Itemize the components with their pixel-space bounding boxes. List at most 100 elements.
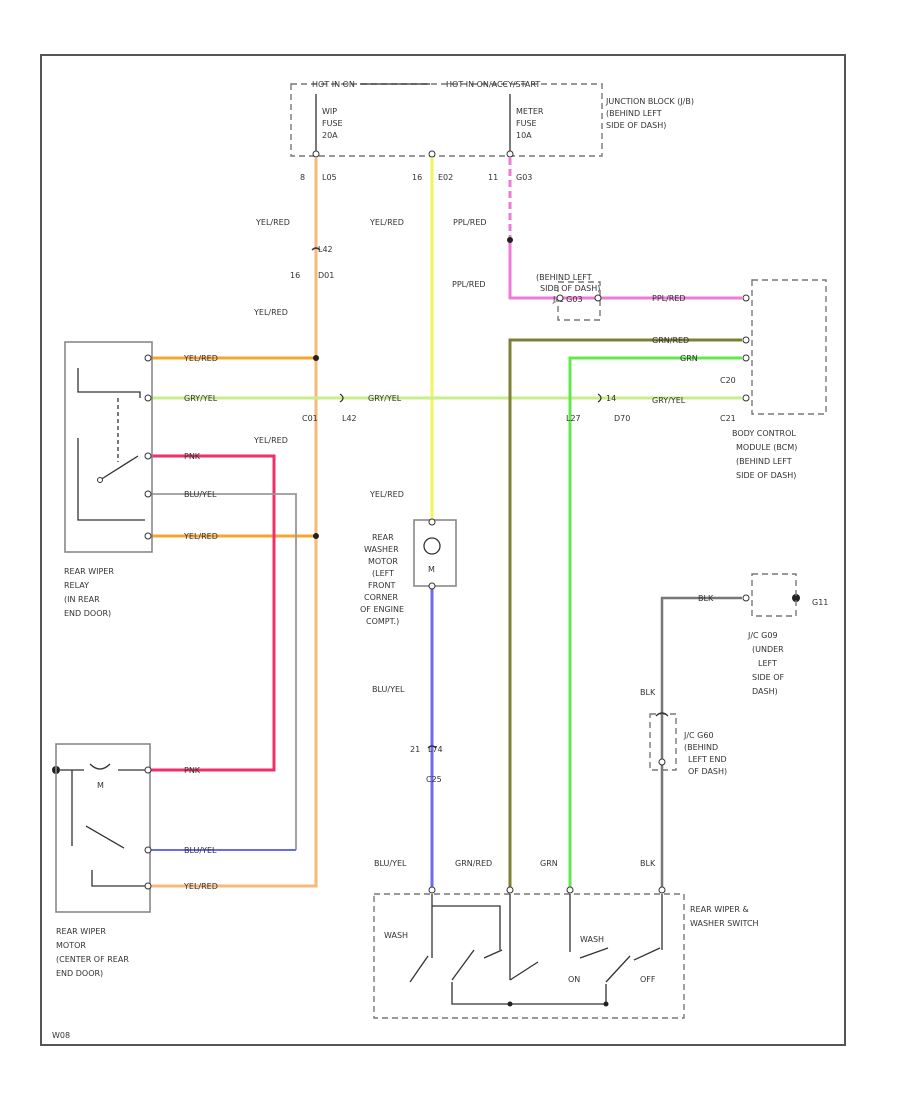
jc-g60-terminal: [658, 758, 666, 766]
wire-pnk: [150, 454, 276, 772]
conn-l74-pin: 21: [410, 745, 420, 754]
switch-contact-4: [509, 961, 539, 981]
fuse2-sub: FUSE: [516, 119, 537, 128]
conn-l42-mid: L42: [342, 414, 357, 423]
wiper-motor-outline: [55, 743, 151, 913]
wiper-motor-label-1: REAR WIPER: [56, 927, 106, 936]
washer-motor-m: M: [428, 565, 435, 574]
switch-junction-2: [603, 1001, 609, 1007]
jb-pin-1: 8: [300, 173, 305, 182]
wire-label-pnk2: PNK: [184, 766, 201, 775]
wire-label-gy2: GRY/YEL: [368, 394, 402, 403]
jc-g09-label-4: SIDE OF: [752, 673, 784, 682]
wiper-motor-m: M: [97, 781, 104, 790]
wiper-motor-label-2: MOTOR: [56, 941, 86, 950]
jb-terminal-1: [312, 150, 320, 158]
bcm-terminal-2: [742, 336, 750, 344]
conn-g11: G11: [812, 598, 828, 607]
jc-g03-term-a: [556, 294, 564, 302]
washer-label-8: COMPT.): [366, 617, 399, 626]
wire-blu-yel-relay: [150, 493, 297, 850]
relay-terminal-3: [144, 452, 152, 460]
bcm-outline: [751, 279, 827, 415]
wire-label-by3: BLU/YEL: [184, 846, 217, 855]
washer-motor-terminal-1: [428, 518, 436, 526]
switch-wash2-label: WASH: [580, 935, 604, 944]
conn-l74: L74: [428, 745, 443, 754]
wire-label-by2: BLU/YEL: [372, 685, 405, 694]
washer-label-2: WASHER: [364, 545, 399, 554]
fuse2-rating: 10A: [516, 131, 532, 140]
wire-label-yr4: YEL/RED: [183, 354, 218, 363]
switch-label-1: REAR WIPER &: [690, 905, 749, 914]
fuse1-rating: 20A: [322, 131, 338, 140]
fuse1-name: WIP: [322, 107, 337, 116]
switch-off-label: OFF: [640, 975, 656, 984]
bcm-label-2: MODULE (BCM): [736, 443, 797, 452]
conn-l42-top: L42: [318, 245, 333, 254]
conn-c25: C25: [426, 775, 442, 784]
conn-c01: C01: [302, 414, 318, 423]
wire-label-grn2: GRN: [540, 859, 558, 868]
jc-g60-label-1: J/C G60: [683, 731, 714, 740]
wire-ppl-red: [508, 240, 742, 300]
switch-terminal-2: [506, 886, 514, 894]
wiper-motor-terminal-2: [144, 846, 152, 854]
switch-contact-2: [451, 949, 475, 981]
washer-label-3: MOTOR: [368, 557, 398, 566]
inline-connector-l74: [427, 745, 437, 749]
wiper-motor-label-4: END DOOR): [56, 969, 103, 978]
relay-terminal-1: [144, 354, 152, 362]
inline-connector-c01: [339, 393, 344, 403]
jb-terminal-2: [428, 150, 436, 158]
relay-label-4: END DOOR): [64, 609, 111, 618]
fuse1-sub: FUSE: [322, 119, 343, 128]
switch-wash-label: WASH: [384, 931, 408, 940]
jc-g09-label-3: LEFT: [758, 659, 777, 668]
jc-g60-connector: [655, 712, 669, 717]
wire-label-gy3: GRY/YEL: [652, 396, 686, 405]
relay-label-1: REAR WIPER: [64, 567, 114, 576]
jb-conn-3: G03: [516, 173, 532, 182]
conn-l27: L27: [566, 414, 581, 423]
fuse2-name: METER: [516, 107, 544, 116]
relay-terminal-5: [144, 532, 152, 540]
jc-g03-loc-2: SIDE OF DASH): [540, 284, 600, 293]
wiper-motor-bottom-line: [91, 870, 145, 887]
washer-motor-symbol: [423, 537, 441, 555]
relay-label-2: RELAY: [64, 581, 89, 590]
wiper-motor-terminal-3: [144, 882, 152, 890]
conn-d70: D70: [614, 414, 630, 423]
wire-label-gy1: GRY/YEL: [184, 394, 218, 403]
bcm-label-1: BODY CONTROL: [732, 429, 796, 438]
inline-connector-d70: [597, 393, 602, 403]
jc-g03-term-b: [594, 294, 602, 302]
wire-label-yr6: YEL/RED: [369, 490, 404, 499]
relay-terminal-2: [144, 394, 152, 402]
splice-dot-2: [313, 533, 319, 539]
switch-terminal-4: [658, 886, 666, 894]
hot-run-label: HOT IN ON: [312, 80, 355, 89]
wire-grn-red: [508, 338, 742, 888]
jc-g09-label-1: J/C G09: [747, 631, 778, 640]
junction-block-location-2: SIDE OF DASH): [606, 121, 666, 130]
splice-dot-3: [507, 237, 513, 243]
wire-label-yr7: YEL/RED: [183, 532, 218, 541]
jc-g60-label-3: LEFT END: [688, 755, 727, 764]
wire-yel-red-main: [150, 158, 318, 888]
conn-pin-16: 16: [290, 271, 300, 280]
bcm-terminal-4: [742, 394, 750, 402]
conn-pin-14: 14: [606, 394, 616, 403]
wiper-motor-label-3: (CENTER OF REAR: [56, 955, 129, 964]
switch-contact-5: [579, 947, 609, 959]
jc-g60-outline: [649, 713, 677, 771]
wire-grn: [568, 356, 742, 888]
junction-block-location-1: (BEHIND LEFT: [606, 109, 662, 118]
jb-conn-2: E02: [438, 173, 453, 182]
wire-label-grn1: GRN: [680, 354, 698, 363]
bcm-terminal-3: [742, 354, 750, 362]
jb-conn-1: L05: [322, 173, 337, 182]
hot-accy-label: HOT IN ON/ACCY/START: [446, 80, 540, 89]
jc-g60-label-4: OF DASH): [688, 767, 727, 776]
